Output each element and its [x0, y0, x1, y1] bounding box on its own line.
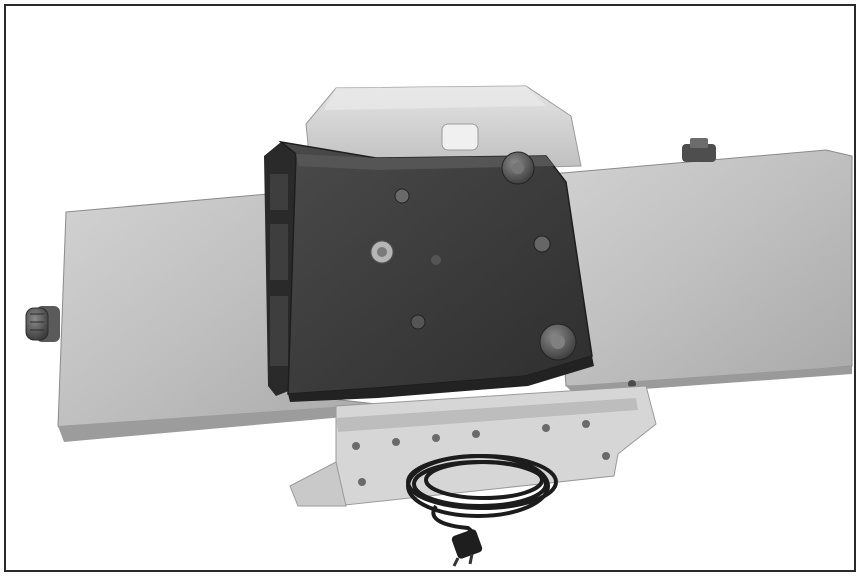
motor-housing: [305, 85, 582, 175]
fence-bolt-lower: [410, 314, 426, 330]
fence-bolt-right: [533, 235, 551, 253]
left-adjustment-knob: [25, 306, 60, 342]
fence-lock-knob-bottom: [539, 323, 577, 361]
photo-frame: [4, 4, 856, 572]
outfeed-table: [550, 149, 853, 394]
jointer-planer-photo: [25, 85, 853, 567]
fence-bolt-left: [370, 240, 394, 264]
power-plug: [451, 529, 483, 567]
power-cord: [406, 454, 558, 548]
fence-lock-knob-top: [501, 151, 535, 185]
fence-bolt-upper: [394, 188, 410, 204]
fence-bolt-center: [431, 255, 441, 265]
fence-assembly: [264, 140, 594, 402]
top-right-knob: [682, 138, 716, 162]
